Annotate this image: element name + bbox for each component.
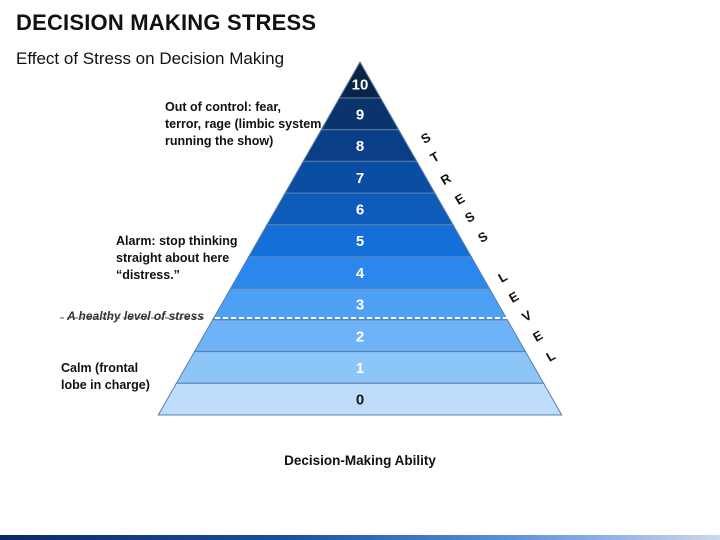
stress-level-letter: E [530,327,545,344]
pyramid-level-label: 7 [356,170,364,187]
page-title: DECISION MAKING STRESS [16,10,317,35]
stress-level-letter: L [544,348,558,365]
pyramid-level-label: 5 [356,233,364,250]
pyramid-level-label: 8 [356,138,364,155]
pyramid-level-label: 0 [356,392,364,409]
pyramid-level-label: 3 [356,297,364,314]
note-line: straight about here [116,251,230,265]
stress-level-letter: E [506,288,521,305]
stress-level-letter: E [452,190,467,207]
note-alarm: Alarm: stop thinking straight about here… [116,233,238,284]
stress-level-letter: R [438,170,454,188]
note-calm: Calm (frontal lobe in charge) [61,360,150,394]
note-line: terror, rage (limbic system [165,117,322,131]
pyramid-band-0 [157,382,563,416]
stress-level-letter: S [475,228,490,245]
note-line: Calm (frontal [61,361,139,375]
stress-level-letter: S [462,208,477,225]
pyramid-bands [157,60,563,416]
note-line: Alarm: stop thinking [116,234,238,248]
bottom-accent-bar [0,535,720,540]
note-line: Out of control: fear, [165,100,281,114]
pyramid-level-label: 1 [356,360,364,377]
pyramid-level-label: 4 [356,265,365,282]
note-out-of-control: Out of control: fear, terror, rage (limb… [165,99,321,150]
pyramid-level-label: 6 [356,201,364,218]
stress-level-letter: L [496,269,510,286]
decision-making-ability-label: Decision-Making Ability [284,453,436,468]
note-line: running the show) [165,134,274,148]
stress-level-letter: S [418,129,433,146]
page-subtitle: Effect of Stress on Decision Making [16,49,285,68]
note-line: “distress.” [116,268,180,282]
pyramid-level-label: 2 [356,328,364,345]
stress-level-letter: V [519,307,534,324]
pyramid-level-label: 10 [352,77,369,94]
healthy-level-label: A healthy level of stress [67,309,204,323]
stress-level-letter: T [428,149,442,166]
pyramid-level-label: 9 [356,106,364,123]
note-line: lobe in charge) [61,378,150,392]
